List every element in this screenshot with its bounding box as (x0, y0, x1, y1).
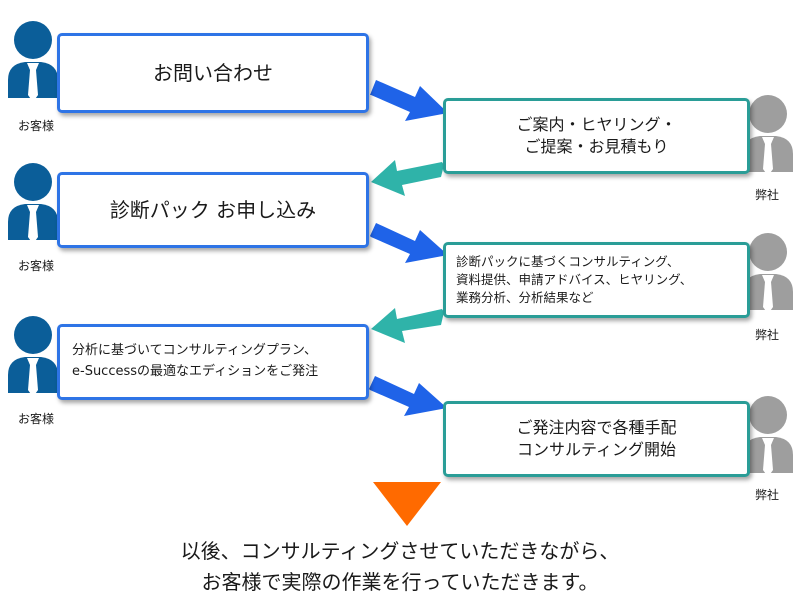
customer-person-icon (8, 163, 58, 240)
step-start-text: ご発注内容で各種手配 コンサルティング開始 (516, 418, 677, 459)
customer-person-icon (8, 316, 58, 393)
company-person-icon (743, 95, 793, 172)
customer-label: お客様 (17, 259, 54, 273)
customer-person-icon (8, 21, 58, 98)
step-order-text: 分析に基づいてコンサルティングプラン、 e-Successの最適なエディションを… (72, 343, 319, 379)
company-label: 弊社 (754, 188, 779, 202)
step-inquiry-text: お問い合わせ (153, 60, 273, 85)
company-label: 弊社 (754, 328, 779, 342)
arrow-apply-to-diagnosis (370, 223, 448, 263)
arrow-order-to-start (369, 376, 447, 416)
customer-label: お客様 (17, 119, 54, 133)
step-diagnosis-text: 診断パックに基づくコンサルティング、 資料提供、申請アドバイス、ヒヤリング、 業… (456, 253, 693, 306)
arrow-inquiry-to-guide (370, 80, 448, 121)
final-down-arrow (373, 482, 441, 526)
step-apply-box: 診断パック お申し込み (57, 172, 369, 248)
company-label: 弊社 (754, 488, 779, 502)
step-apply-text: 診断パック お申し込み (109, 197, 317, 222)
arrow-guide-to-apply (371, 160, 444, 196)
company-person-icon (743, 396, 793, 473)
company-person-icon (743, 233, 793, 310)
arrow-diagnosis-to-order (371, 308, 444, 343)
step-guide-text: ご案内・ヒヤリング・ ご提案・お見積もり (516, 115, 677, 156)
step-start-box: ご発注内容で各種手配 コンサルティング開始 (443, 401, 750, 477)
step-order-box: 分析に基づいてコンサルティングプラン、 e-Successの最適なエディションを… (57, 324, 369, 400)
step-inquiry-box: お問い合わせ (57, 33, 369, 113)
step-diagnosis-box: 診断パックに基づくコンサルティング、 資料提供、申請アドバイス、ヒヤリング、 業… (443, 242, 750, 318)
step-guide-box: ご案内・ヒヤリング・ ご提案・お見積もり (443, 98, 750, 174)
final-message: 以後、コンサルティングさせていただきながら、 お客様で実際の作業を行っていただき… (180, 539, 620, 594)
customer-label: お客様 (17, 412, 54, 426)
